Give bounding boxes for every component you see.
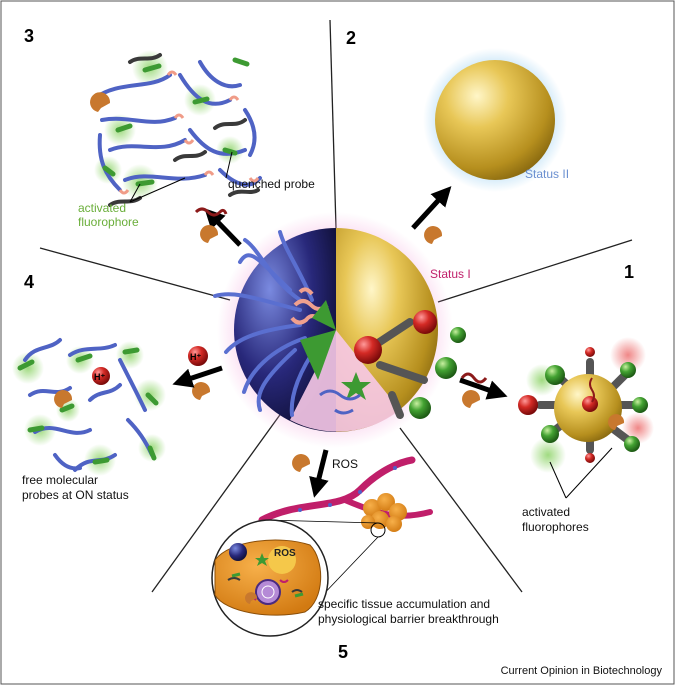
enzyme-icon-2	[200, 225, 219, 243]
activated-fluorophores-leaders	[549, 447, 613, 499]
activated-fluorophore-label: activated fluorophore	[78, 201, 139, 229]
credit-label: Current Opinion in Biotechnology	[501, 665, 663, 677]
free-probes-line2: probes at ON status	[22, 488, 129, 502]
probe-squiggle-icon-2	[460, 372, 488, 384]
tissue-label: specific tissue accumulation and physiol…	[318, 597, 499, 626]
tissue-line2: physiological barrier breakthrough	[318, 612, 499, 626]
ros-cell-label: ROS	[274, 548, 296, 559]
activated-fluorophore-line2: fluorophore	[78, 215, 139, 229]
activated-fluorophore-leaders	[129, 177, 186, 203]
h-plus-ball	[188, 346, 208, 366]
zoom-line-2	[317, 536, 379, 601]
quenched-probe-label: quenched probe	[228, 177, 315, 191]
h-plus-arrow-label: H⁺	[190, 352, 201, 362]
section-dividers	[39, 19, 633, 593]
tissue-line1: specific tissue accumulation and	[318, 597, 490, 611]
central-nanoprobe	[213, 212, 466, 448]
activated-fluorophore-line1: activated	[78, 201, 126, 215]
free-probes-line1: free molecular	[22, 473, 98, 487]
panel-3-probe-network	[90, 50, 262, 207]
panel-number-2: 2	[346, 28, 356, 48]
cell-zoom	[211, 519, 329, 637]
panel-number-3: 3	[24, 26, 34, 46]
status-one-label: Status I	[430, 267, 471, 281]
panel-1-activated-core	[518, 337, 654, 473]
probe-squiggle-icon	[194, 207, 228, 217]
arrow-to-panel-4	[172, 365, 223, 388]
zoom-line-1	[264, 519, 379, 524]
free-probes-label: free molecular probes at ON status	[22, 473, 129, 502]
activated-fluorophores-line2: fluorophores	[522, 520, 589, 534]
arrow-to-panel-2	[411, 186, 452, 230]
activated-fluorophores-label: activated fluorophores	[522, 505, 589, 534]
enzyme-icon-5	[292, 454, 311, 472]
enzyme-icon	[424, 226, 443, 244]
enzyme-icon-4	[462, 390, 481, 408]
ros-arrow-label: ROS	[332, 457, 358, 471]
panel-number-1: 1	[624, 262, 634, 282]
enzyme-icon-3	[192, 382, 211, 400]
status-two-label: Status II	[525, 167, 569, 181]
arrow-to-panel-5	[309, 449, 329, 498]
panel-4-free-probes	[12, 338, 166, 476]
activated-fluorophores-line1: activated	[522, 505, 570, 519]
arrow-to-panel-3	[204, 208, 242, 247]
panel-number-5: 5	[338, 642, 348, 662]
h-plus-free-label: H⁺	[94, 372, 105, 382]
quenched-probe-leader	[225, 151, 233, 179]
panel-number-4: 4	[24, 272, 34, 292]
blood-vessel	[258, 456, 433, 524]
panel-2-gold-sphere	[423, 48, 567, 192]
tissue-cluster	[361, 493, 407, 532]
arrow-to-panel-1	[459, 377, 508, 400]
